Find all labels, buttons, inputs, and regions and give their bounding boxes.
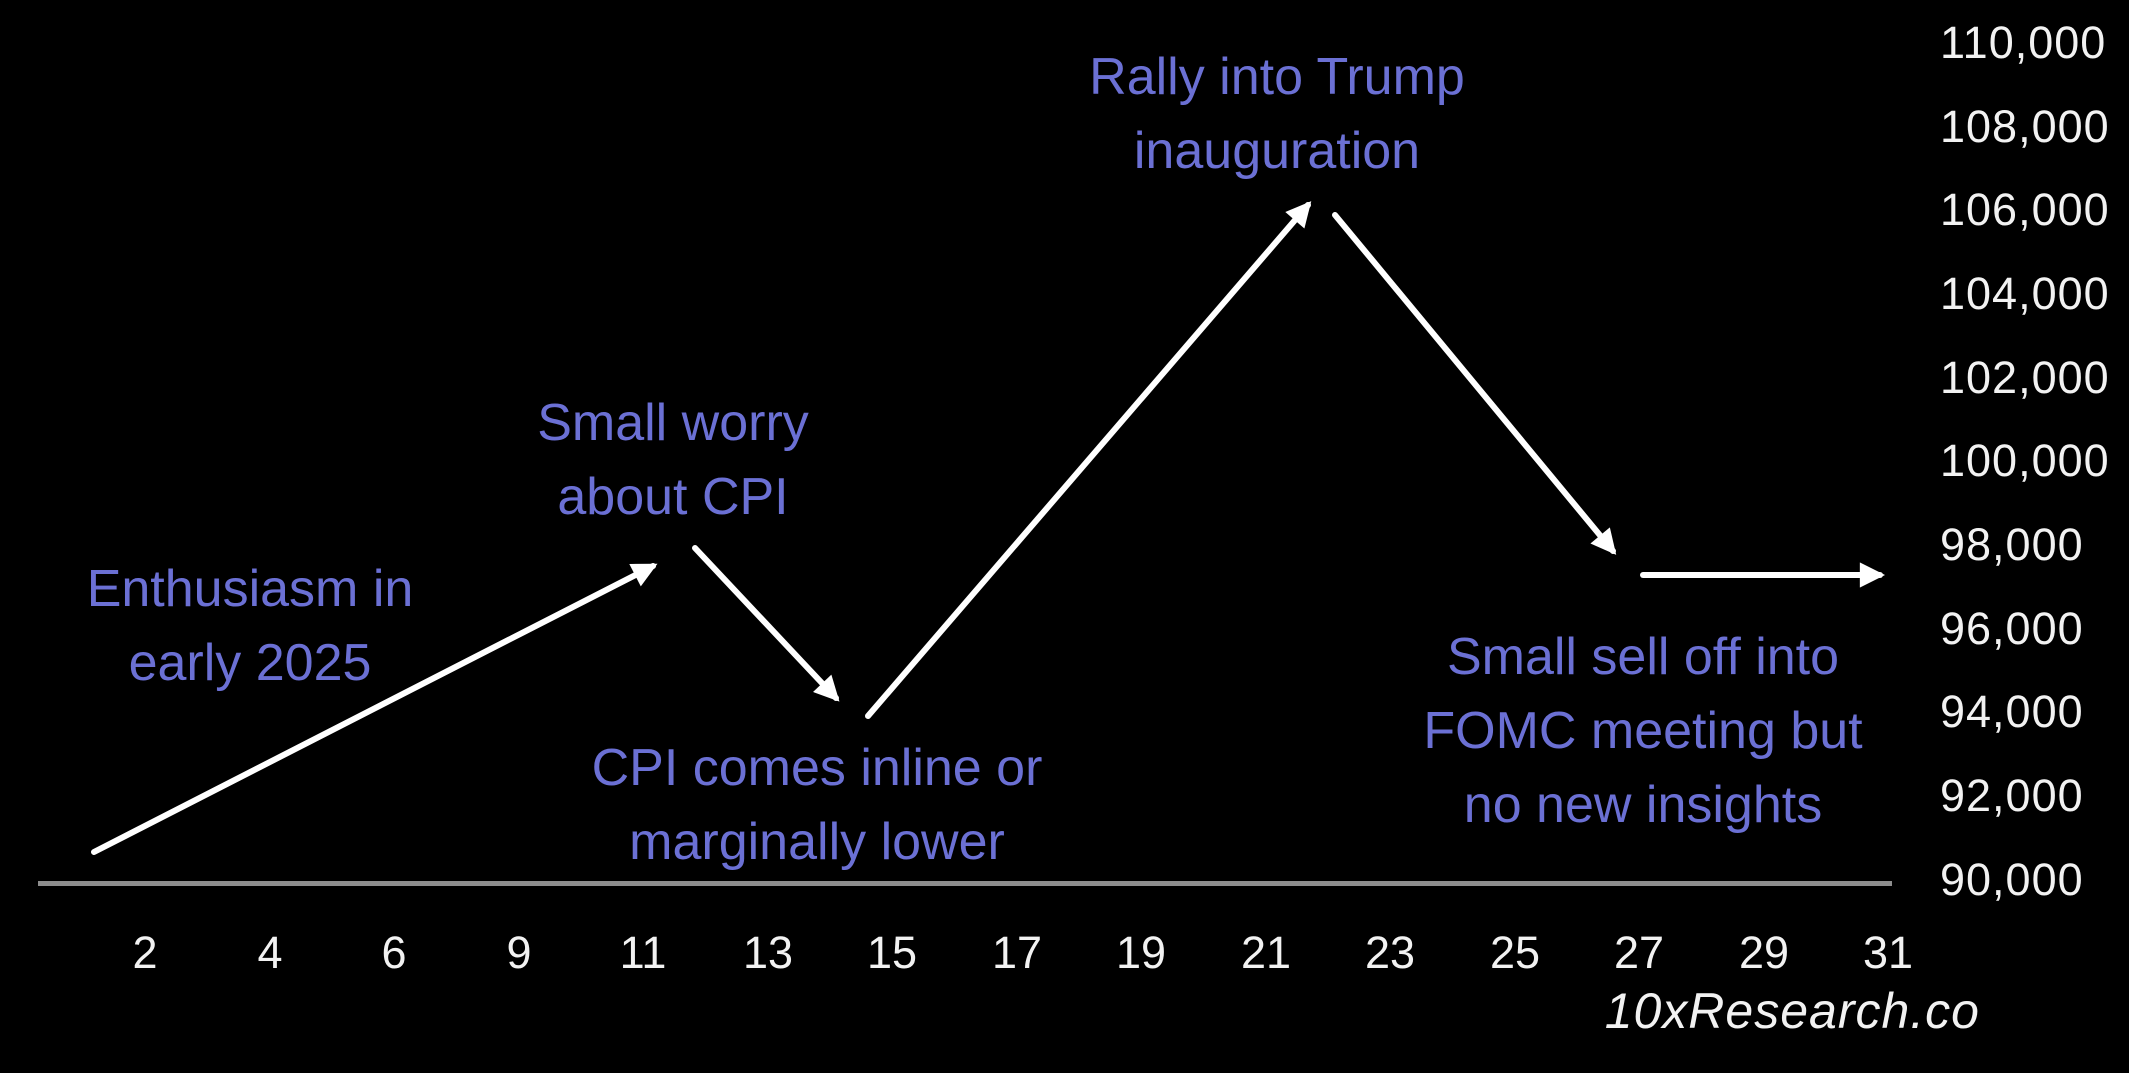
annotation-rally-trump-inauguration: Rally into Trump inauguration <box>1089 40 1465 188</box>
annotation-line: Small worry <box>537 394 809 452</box>
x-tick-29: 29 <box>1738 927 1790 978</box>
annotation-line: inauguration <box>1133 122 1421 180</box>
y-tick-96000: 96,000 <box>1940 603 2084 654</box>
y-tick-108000: 108,000 <box>1940 101 2110 152</box>
y-tick-94000: 94,000 <box>1940 686 2084 737</box>
arrow-selloff-fomc <box>1332 212 1617 555</box>
x-axis-line <box>38 881 1892 886</box>
x-tick-23: 23 <box>1364 927 1416 978</box>
x-tick-2: 2 <box>132 927 158 978</box>
x-tick-21: 21 <box>1240 927 1292 978</box>
x-tick-19: 19 <box>1115 927 1167 978</box>
x-tick-17: 17 <box>991 927 1043 978</box>
annotation-line: early 2025 <box>128 634 372 692</box>
x-tick-15: 15 <box>866 927 918 978</box>
watermark-10xresearch: 10xResearch.co <box>1604 983 1980 1039</box>
y-tick-92000: 92,000 <box>1940 770 2084 821</box>
x-tick-6: 6 <box>381 927 407 978</box>
annotation-line: about CPI <box>557 468 789 526</box>
x-tick-31: 31 <box>1862 927 1914 978</box>
annotation-line: no new insights <box>1463 776 1823 834</box>
x-tick-11: 11 <box>619 927 667 978</box>
annotation-line: Small sell off into <box>1446 628 1840 686</box>
annotation-line: Enthusiasm in <box>86 560 414 618</box>
x-tick-25: 25 <box>1489 927 1541 978</box>
arrow-dip-into-cpi <box>692 545 840 702</box>
annotation-line: FOMC meeting but <box>1423 702 1863 760</box>
y-tick-102000: 102,000 <box>1940 352 2110 403</box>
annotation-line: CPI comes inline or <box>591 739 1043 797</box>
y-tick-110000: 110,000 <box>1940 17 2107 68</box>
x-tick-27: 27 <box>1613 927 1665 978</box>
annotation-small-worry-cpi: Small worry about CPI <box>537 386 809 534</box>
x-tick-13: 13 <box>742 927 794 978</box>
annotation-cpi-comes-inline: CPI comes inline or marginally lower <box>592 731 1043 879</box>
y-tick-106000: 106,000 <box>1940 184 2110 235</box>
annotation-line: Rally into Trump <box>1089 48 1465 106</box>
arrow-rally-inauguration <box>865 201 1312 719</box>
annotation-line: marginally lower <box>629 813 1005 871</box>
y-tick-104000: 104,000 <box>1940 268 2110 319</box>
y-tick-90000: 90,000 <box>1940 854 2084 905</box>
annotation-enthusiasm-early-2025: Enthusiasm in early 2025 <box>87 552 414 700</box>
y-tick-98000: 98,000 <box>1940 519 2084 570</box>
x-tick-9: 9 <box>506 927 532 978</box>
annotation-selloff-fomc: Small sell off into FOMC meeting but no … <box>1423 620 1862 842</box>
arrow-rise-early-2025 <box>91 563 658 855</box>
x-tick-4: 4 <box>257 927 283 978</box>
y-tick-100000: 100,000 <box>1940 435 2110 486</box>
